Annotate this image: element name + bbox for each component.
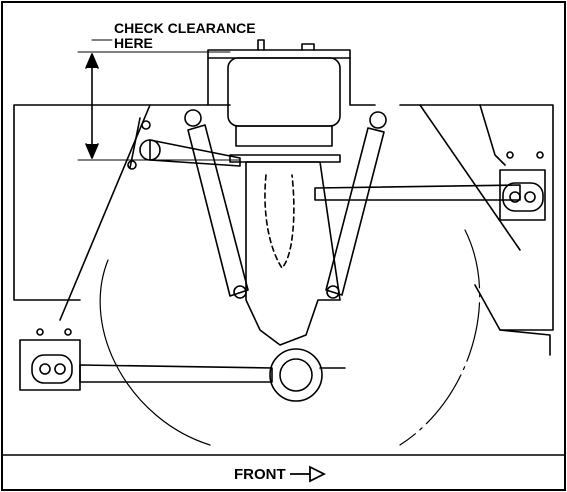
- clearance-arrow-top: [85, 53, 99, 69]
- drawing: [13, 39, 554, 446]
- shock-right-bottom: [326, 285, 340, 299]
- right-arrow-icon: [290, 465, 327, 483]
- tire-outline-right: [399, 229, 481, 446]
- frame-rail-lower: [474, 284, 551, 356]
- height-valve: [141, 120, 151, 130]
- torque-rod-right: [314, 184, 521, 201]
- right-hanger-bracket: [479, 104, 506, 166]
- left-bushing-housing: [31, 354, 73, 384]
- trailing-arm-pivot: [279, 358, 313, 392]
- right-bushing-b: [524, 191, 536, 203]
- shock-right-top: [369, 111, 387, 129]
- lower-arm: [79, 364, 273, 383]
- height-valve-lower: [127, 160, 137, 170]
- shock-left: [187, 124, 249, 297]
- tire-outline: [99, 259, 211, 446]
- clearance-arrow-bottom: [85, 143, 99, 159]
- left-bushing-b: [54, 363, 66, 375]
- front-label: FRONT: [234, 466, 286, 483]
- frame-rail: [13, 104, 554, 331]
- torque-rod-upper-left: [149, 139, 241, 167]
- frame-diagonal-right: [419, 104, 521, 251]
- trailing-arm: [245, 161, 341, 346]
- callout-line-1: CHECK CLEARANCE: [114, 20, 256, 36]
- shock-right: [325, 127, 385, 296]
- trailing-arm-pivot-bushing: [269, 348, 323, 402]
- mount-bracket: [207, 57, 376, 106]
- bolt: [536, 151, 544, 159]
- right-bushing-housing: [502, 182, 544, 212]
- callout-line-2: HERE: [114, 35, 153, 51]
- shock-left-top: [184, 109, 202, 127]
- right-bushing-a: [509, 191, 521, 203]
- left-bushing-a: [39, 363, 51, 375]
- left-hanger: [19, 339, 81, 391]
- shock-left-bottom: [233, 285, 247, 299]
- bolt: [64, 328, 72, 336]
- air-spring-stud: [301, 43, 315, 51]
- bolt: [36, 328, 44, 336]
- air-spring-piston: [235, 125, 333, 147]
- right-hanger: [499, 169, 546, 221]
- air-spring-fitting: [257, 39, 265, 51]
- trailing-arm-dashed: [264, 174, 295, 269]
- bolt: [506, 151, 514, 159]
